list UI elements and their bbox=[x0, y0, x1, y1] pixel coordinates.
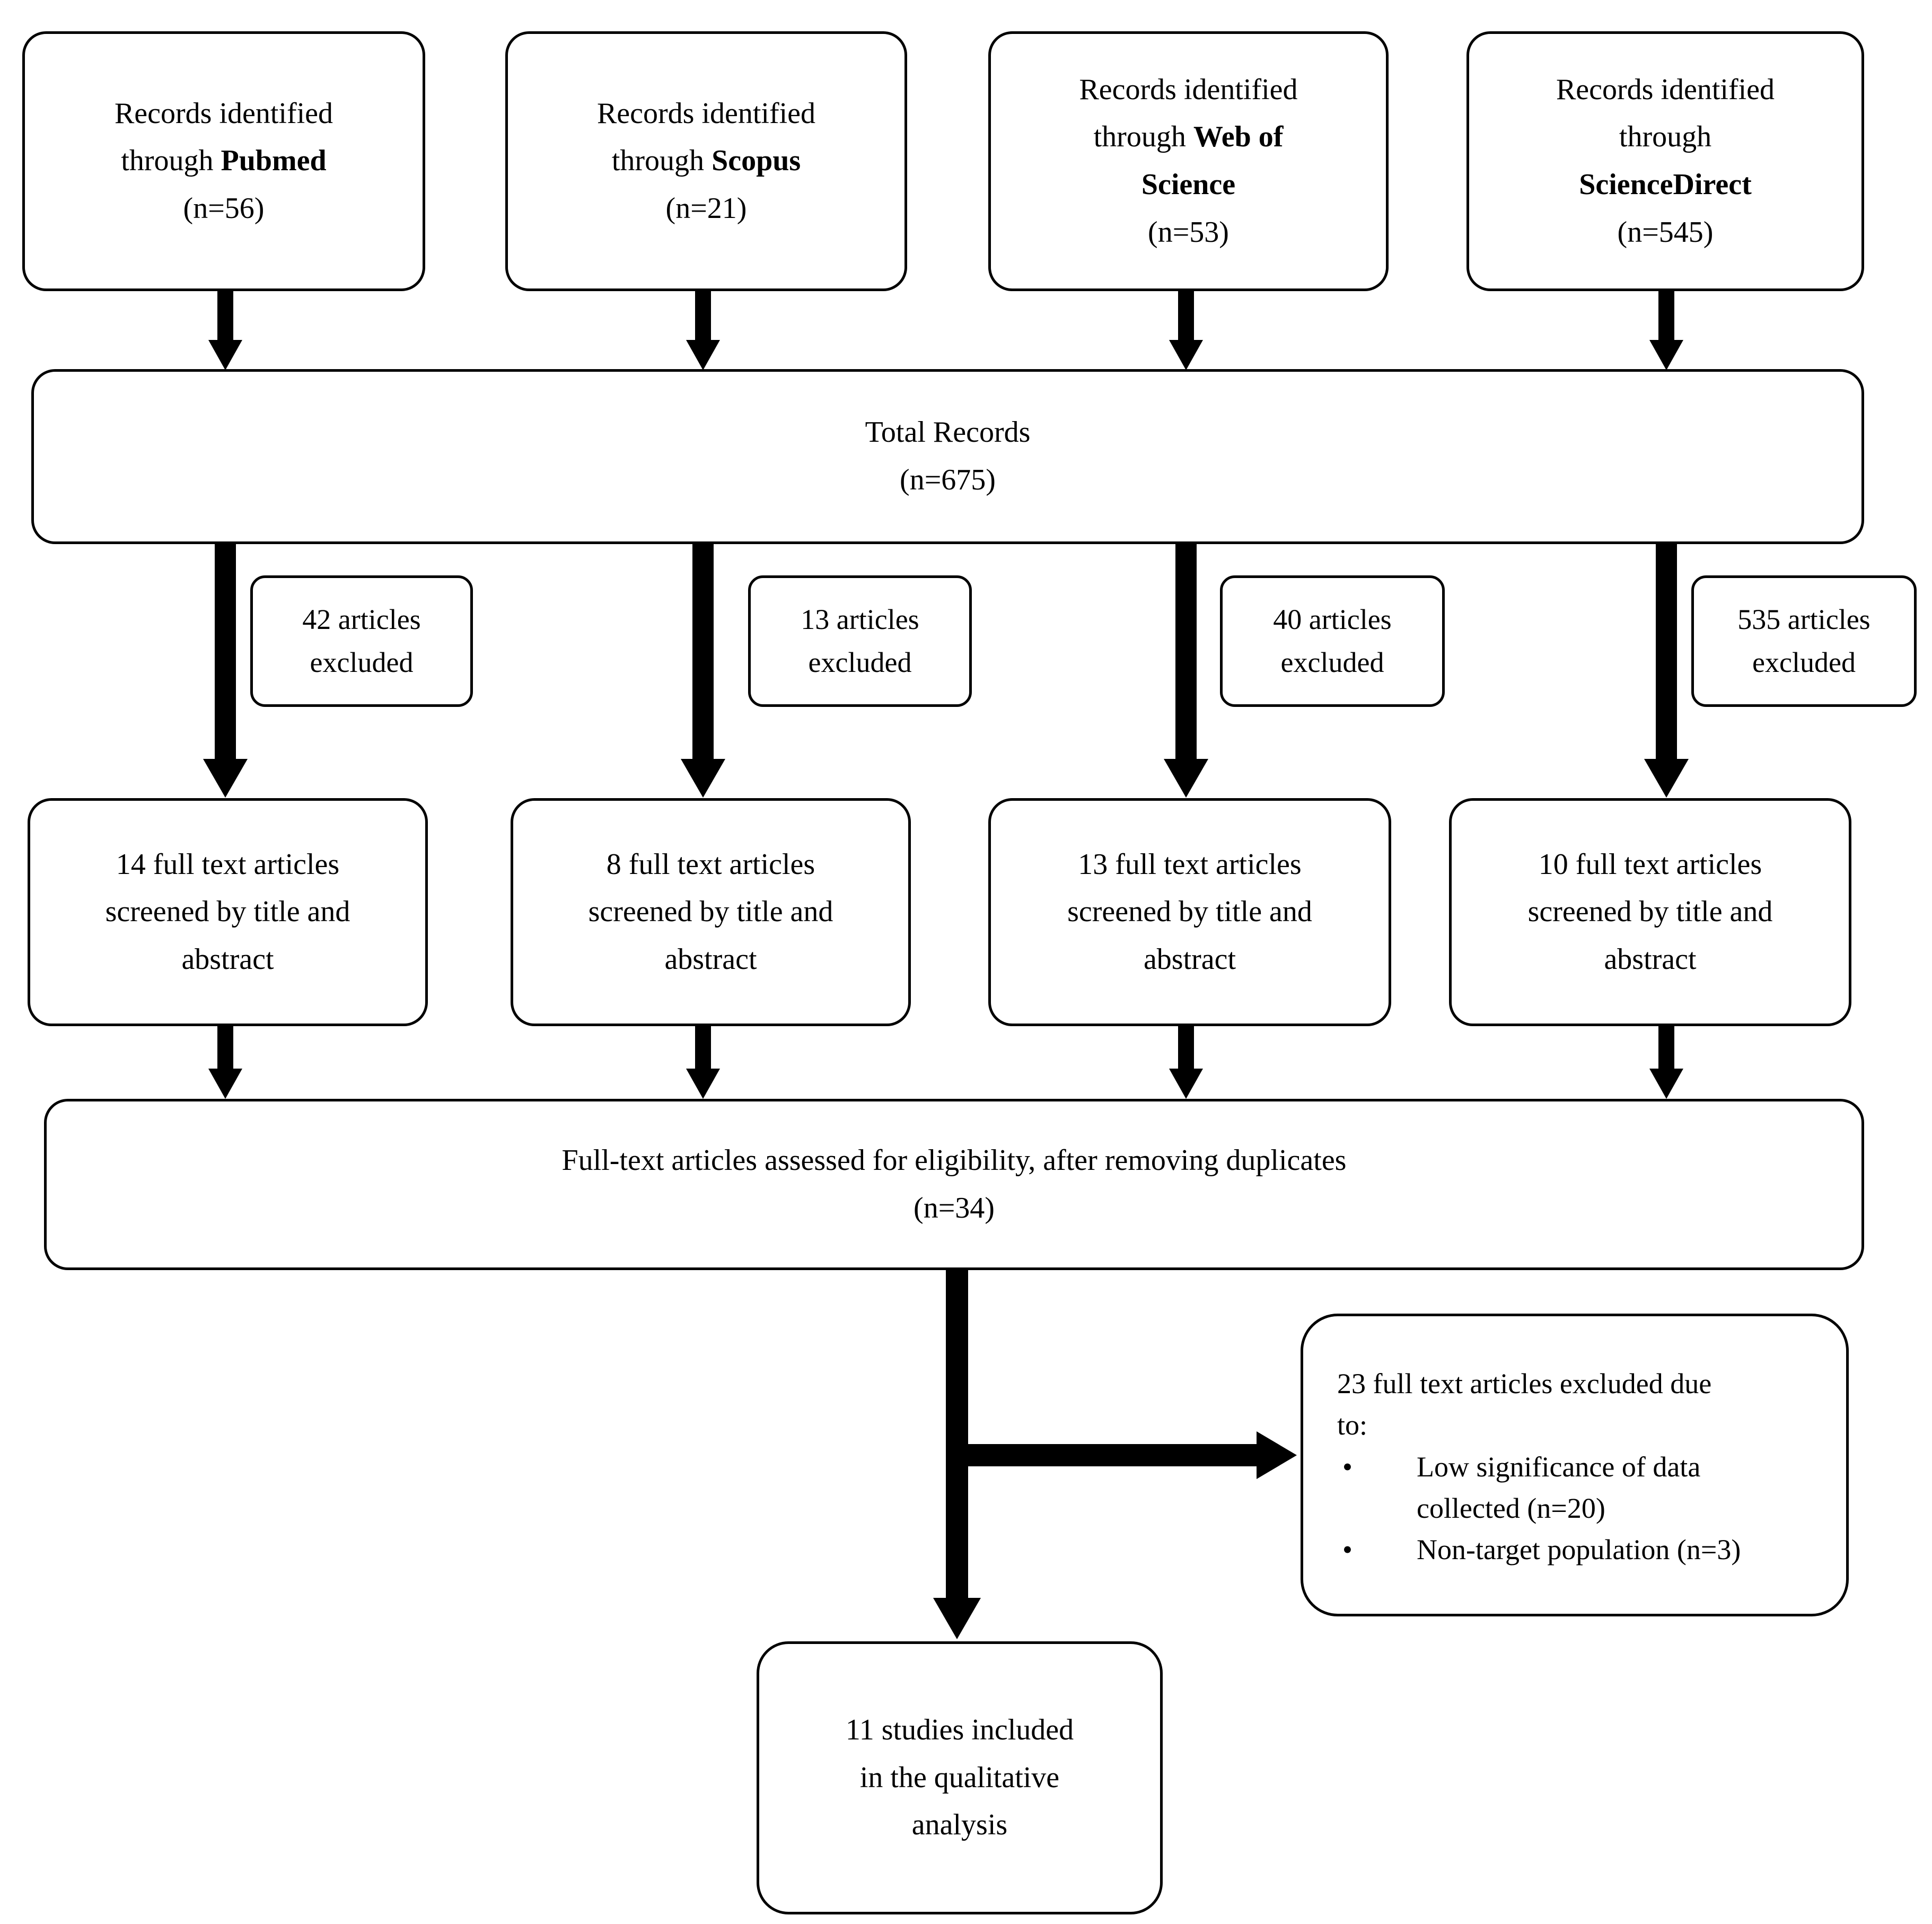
eligibility-count: (n=34) bbox=[914, 1191, 995, 1225]
total-records-count: (n=675) bbox=[900, 463, 996, 496]
source-box-scopus: Records identified through Scopus (n=21) bbox=[505, 31, 907, 291]
source-pubmed-line1: Records identified bbox=[114, 97, 333, 130]
source-wos-count: (n=53) bbox=[1148, 215, 1229, 249]
excluded-scopus-count: 13 articles bbox=[801, 604, 919, 635]
screened-sd-line1: 10 full text articles bbox=[1538, 847, 1762, 881]
screened-wos-line2: screened by title and bbox=[1067, 895, 1312, 929]
included-line1: 11 studies included bbox=[845, 1713, 1074, 1747]
screened-pubmed-line2: screened by title and bbox=[105, 895, 350, 929]
screened-sd-line2: screened by title and bbox=[1527, 895, 1773, 929]
source-pubmed-line2: through Pubmed bbox=[121, 137, 326, 185]
source-sd-count: (n=545) bbox=[1617, 215, 1714, 249]
fulltext-excluded-bullet-2: • Non-target population (n=3) bbox=[1337, 1529, 1820, 1570]
bullet-icon: • bbox=[1342, 1534, 1353, 1566]
screened-pubmed-line1: 14 full text articles bbox=[116, 847, 340, 881]
fulltext-excluded-bullet-1: • Low significance of data collected (n=2… bbox=[1337, 1446, 1820, 1529]
source-wos-line1: Records identified bbox=[1079, 73, 1298, 106]
source-scopus-line1: Records identified bbox=[596, 97, 816, 130]
source-wos-through: through bbox=[1093, 120, 1193, 154]
fulltext-excluded-line1: 23 full text articles excluded due bbox=[1337, 1368, 1712, 1400]
excluded-sd-count: 535 articles bbox=[1737, 604, 1870, 635]
screened-box-scopus: 8 full text articles screened by title a… bbox=[511, 798, 911, 1026]
total-records-title: Total Records bbox=[865, 416, 1031, 449]
source-sd-name: ScienceDirect bbox=[1579, 168, 1752, 201]
excluded-wos-label: excluded bbox=[1280, 646, 1384, 678]
source-wos-name-part2: Science bbox=[1141, 168, 1236, 201]
screened-box-wos: 13 full text articles screened by title … bbox=[988, 798, 1391, 1026]
fulltext-excluded-box: 23 full text articles excluded due to: •… bbox=[1301, 1314, 1849, 1616]
source-scopus-name: Scopus bbox=[712, 144, 801, 178]
source-wos-line2: through Web of bbox=[1094, 113, 1284, 161]
total-records-box: Total Records (n=675) bbox=[31, 369, 1864, 544]
screened-box-pubmed: 14 full text articles screened by title … bbox=[28, 798, 428, 1026]
excluded-box-pubmed: 42 articles excluded bbox=[250, 575, 473, 707]
included-box: 11 studies included in the qualitative a… bbox=[757, 1641, 1163, 1914]
excluded-box-sciencedirect: 535 articles excluded bbox=[1691, 575, 1917, 707]
excluded-box-scopus: 13 articles excluded bbox=[748, 575, 972, 707]
screened-scopus-line2: screened by title and bbox=[588, 895, 833, 929]
included-line3: analysis bbox=[911, 1808, 1008, 1842]
bullet1-line2: collected (n=20) bbox=[1417, 1492, 1605, 1524]
source-pubmed-name: Pubmed bbox=[221, 144, 327, 178]
screened-scopus-line1: 8 full text articles bbox=[606, 847, 815, 881]
eligibility-title: Full-text articles assessed for eligibil… bbox=[561, 1143, 1347, 1177]
screened-pubmed-line3: abstract bbox=[181, 942, 274, 976]
excluded-wos-count: 40 articles bbox=[1273, 604, 1392, 635]
source-pubmed-through: through bbox=[121, 144, 221, 178]
screened-wos-line3: abstract bbox=[1143, 942, 1236, 976]
source-box-pubmed: Records identified through Pubmed (n=56) bbox=[22, 31, 425, 291]
excluded-pubmed-count: 42 articles bbox=[302, 604, 421, 635]
source-wos-name-part1: Web of bbox=[1193, 120, 1284, 154]
screened-scopus-line3: abstract bbox=[664, 942, 757, 976]
excluded-sd-label: excluded bbox=[1752, 646, 1856, 678]
source-pubmed-count: (n=56) bbox=[183, 191, 265, 225]
included-line2: in the qualitative bbox=[859, 1761, 1060, 1794]
excluded-pubmed-label: excluded bbox=[310, 646, 414, 678]
excluded-box-wos: 40 articles excluded bbox=[1220, 575, 1445, 707]
eligibility-box: Full-text articles assessed for eligibil… bbox=[44, 1099, 1864, 1270]
source-scopus-count: (n=21) bbox=[665, 191, 747, 225]
source-scopus-through: through bbox=[611, 144, 712, 178]
source-sd-line2: through bbox=[1619, 120, 1712, 154]
source-scopus-line2: through Scopus bbox=[612, 137, 801, 185]
screened-sd-line3: abstract bbox=[1604, 942, 1697, 976]
bullet2-line1: Non-target population (n=3) bbox=[1417, 1534, 1741, 1566]
source-sd-line1: Records identified bbox=[1556, 73, 1775, 106]
source-box-sciencedirect: Records identified through ScienceDirect… bbox=[1466, 31, 1864, 291]
screened-wos-line1: 13 full text articles bbox=[1078, 847, 1302, 881]
excluded-scopus-label: excluded bbox=[808, 646, 912, 678]
fulltext-excluded-line2: to: bbox=[1337, 1409, 1368, 1441]
bullet1-line1: Low significance of data bbox=[1417, 1450, 1701, 1483]
bullet-icon: • bbox=[1342, 1450, 1353, 1483]
source-box-web-of-science: Records identified through Web of Scienc… bbox=[988, 31, 1389, 291]
screened-box-sciencedirect: 10 full text articles screened by title … bbox=[1449, 798, 1851, 1026]
